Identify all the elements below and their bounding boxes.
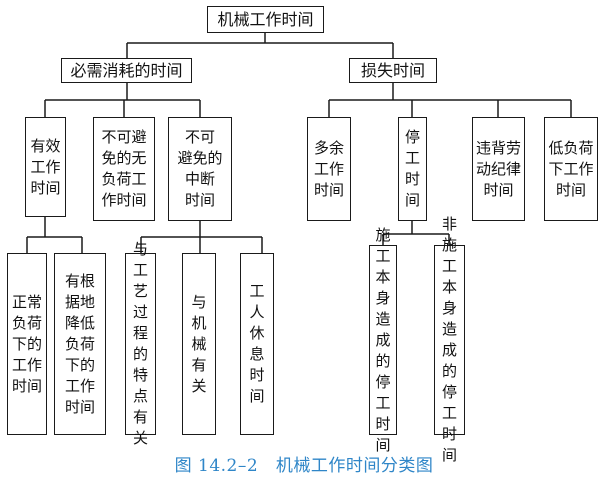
node-labor-discipline-violation-time-label: 违背劳 动纪律 时间 <box>475 138 521 199</box>
node-machine-related-interruption-label: 与机械有关 <box>191 292 207 395</box>
node-excess-work-time: 多余 工作 时间 <box>307 117 351 221</box>
node-process-related-interruption: 与工艺过程的特点有关 <box>125 240 156 447</box>
node-worker-rest-time: 工人休息时间 <box>240 253 274 435</box>
node-normal-load-work-time: 正常负荷下的工作时间 <box>7 253 47 435</box>
node-non-construction-caused-stoppage: 非施工本身造成的停工时间 <box>434 215 465 464</box>
node-unavoidable-noload-time: 不可避 免的无 负荷工 作时间 <box>93 117 155 221</box>
node-low-load-work-time-label: 低负荷 下工作 时间 <box>548 138 594 199</box>
node-normal-load-work-time-label: 正常负荷下的工作时间 <box>11 292 42 395</box>
node-low-load-work-time: 低负荷 下工作 时间 <box>544 117 598 221</box>
figure-number: 图 14.2–2 <box>174 456 259 476</box>
node-reduced-load-work-time: 有根据地降低负荷下的工作时间 <box>54 253 106 435</box>
figure-caption: 图 14.2–2 机械工作时间分类图 <box>0 451 608 476</box>
node-unavoidable-noload-time-label: 不可避 免的无 负荷工 作时间 <box>101 128 147 209</box>
node-unavoidable-interruption-time: 不可 避免的 中断 时间 <box>168 117 232 221</box>
node-labor-discipline-violation-time: 违背劳 动纪律 时间 <box>472 117 525 221</box>
root-node-machine-working-time: 机械工作时间 <box>207 6 324 33</box>
node-machine-related-interruption: 与机械有关 <box>182 253 216 435</box>
node-stoppage-time: 停工 时间 <box>398 117 427 221</box>
node-unavoidable-interruption-time-label: 不可 避免的 中断 时间 <box>177 128 223 209</box>
figure-title: 机械工作时间分类图 <box>275 456 434 476</box>
node-non-construction-caused-stoppage-label: 非施工本身造成的停工时间 <box>441 215 457 464</box>
node-effective-work-time-label: 有效 工作 时间 <box>30 136 61 197</box>
node-process-related-interruption-label: 与工艺过程的特点有关 <box>132 240 148 447</box>
node-loss-time: 损失时间 <box>349 58 437 83</box>
node-worker-rest-time-label: 工人休息时间 <box>249 282 265 405</box>
node-construction-caused-stoppage-label: 施工本身造成的停工时间 <box>375 225 391 454</box>
node-construction-caused-stoppage: 施工本身造成的停工时间 <box>369 226 397 454</box>
node-effective-work-time: 有效 工作 时间 <box>25 117 66 217</box>
node-essential-time: 必需消耗的时间 <box>61 58 192 83</box>
node-stoppage-time-label: 停工 时间 <box>404 128 420 209</box>
root-node-label: 机械工作时间 <box>217 10 314 29</box>
node-excess-work-time-label: 多余 工作 时间 <box>313 138 344 199</box>
node-reduced-load-work-time-label: 有根据地降低负荷下的工作时间 <box>64 271 95 416</box>
node-loss-time-label: 损失时间 <box>360 61 425 80</box>
node-essential-time-label: 必需消耗的时间 <box>70 61 183 80</box>
